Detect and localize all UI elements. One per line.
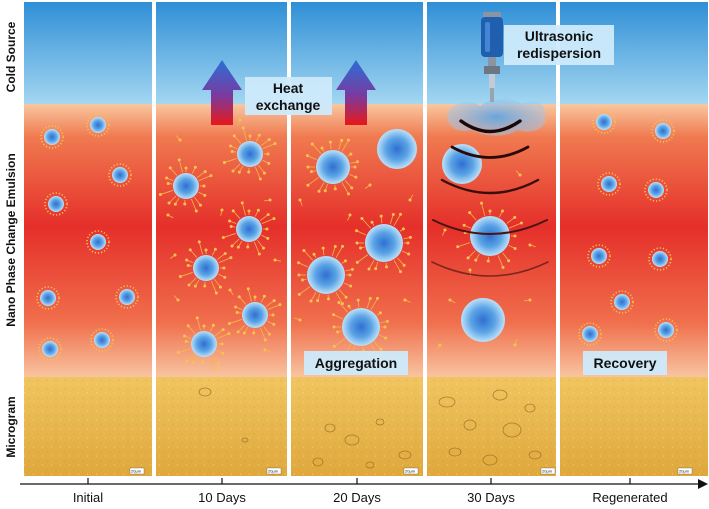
emulsion-droplet [40,125,64,149]
heat-exchange-label-line2: exchange [256,97,321,113]
emulsion-droplet [587,244,611,268]
free-surfactant [263,348,271,353]
heat-exchange-label-box [245,77,332,115]
recovery-label-box [583,351,667,375]
scale-bar-label: 20μm [542,469,553,474]
aggregating-droplet [178,240,233,295]
aggregating-droplet [158,158,213,213]
free-surfactant [298,198,303,206]
row-label-emulsion: Nano Phase Change Emulsion [4,153,18,326]
stage-label-10-days: 10 Days [198,490,246,505]
free-surfactant [347,213,352,221]
emulsion-droplet [578,322,602,346]
stage-label-30-days: 30 Days [467,490,515,505]
emulsion-droplet [36,286,60,310]
aggregating-droplet [221,201,276,256]
aggregation-label: Aggregation [315,355,397,371]
emulsion-droplet [651,119,675,143]
aggregating-droplet [222,126,277,181]
ultrasonic-label-line1: Ultrasonic [525,28,594,44]
ultrasonic-waves [431,119,549,277]
emulsion-droplet [597,172,621,196]
scale-bar-label: 20μm [679,469,690,474]
large-droplet [442,144,482,184]
stage-label-regenerated: Regenerated [592,490,667,505]
emulsion-droplet [644,178,668,202]
heat-arrow-icon [202,60,242,125]
emulsion-droplet [654,318,678,342]
free-surfactant [273,258,281,262]
aggregating-droplet [305,138,359,196]
aggregating-droplet [456,201,523,269]
heat-arrow-icon [336,60,376,125]
free-surfactant [237,118,242,126]
free-surfactant [403,298,411,303]
scale-bar-label: 20μm [405,469,416,474]
large-droplet [377,129,417,169]
free-surfactant [364,183,372,189]
ultrasonic-probe-icon [481,12,503,102]
scale-bars: 20μm 20μm 20μm 20μm 20μm [129,467,693,475]
ultrasonic-label-line2: redispersion [517,45,601,61]
time-axis-ticks [87,478,631,484]
aggregating-droplet [297,244,354,306]
stage-label-20-days: 20 Days [333,490,381,505]
aggregating-droplet [355,212,412,274]
scale-bar-box [129,467,145,475]
free-surfactant [220,208,224,216]
free-surfactant [264,198,272,202]
emulsion-droplet [610,290,634,314]
scale-bar-box [540,467,556,475]
aggregation-label-box [304,351,408,375]
scale-bar-box [403,467,419,475]
free-surfactant [448,298,456,304]
free-surfactant [436,343,442,351]
emulsion-droplet [592,110,616,134]
aggregating-droplet [176,316,231,371]
scale-bar-box [266,467,282,475]
micrograph-texture [24,377,708,476]
free-surfactant [524,298,532,302]
column-dividers [152,2,560,476]
emulsion-droplet [108,163,132,187]
free-surfactant [442,228,447,236]
emulsion-droplet [86,113,110,137]
emulsion-droplet [44,192,68,216]
free-surfactant [408,194,414,202]
free-surfactant [513,339,518,347]
emulsion-droplet [648,247,672,271]
row-label-microgram: Microgram [4,396,18,457]
free-surfactant [173,295,180,302]
scale-bar-label: 20μm [268,469,279,474]
recovery-label: Recovery [593,355,656,371]
heat-exchange-label-line1: Heat [273,80,304,96]
row-label-cold-source: Cold Source [4,21,18,92]
free-surfactant [228,288,234,296]
emulsion-droplet [86,230,110,254]
emulsion-droplet [90,328,114,352]
emulsion-droplet [115,285,139,309]
stage-label-initial: Initial [73,490,103,505]
aggregating-droplet [227,287,282,342]
droplet-layer [36,110,678,371]
scale-bar-label: 20μm [131,469,142,474]
right-arrow-icon [698,479,708,489]
emulsion-droplet [38,337,62,361]
scale-bar-box [677,467,693,475]
free-surfactant [528,243,536,248]
free-surfactant [169,253,177,259]
free-surfactant [175,135,182,142]
free-surfactant [515,170,522,177]
free-surfactant [294,317,302,322]
free-surfactant [166,213,174,219]
large-droplet [461,298,505,342]
ultrasonic-label-box [504,25,614,65]
micrograph-aggregates [198,387,542,469]
